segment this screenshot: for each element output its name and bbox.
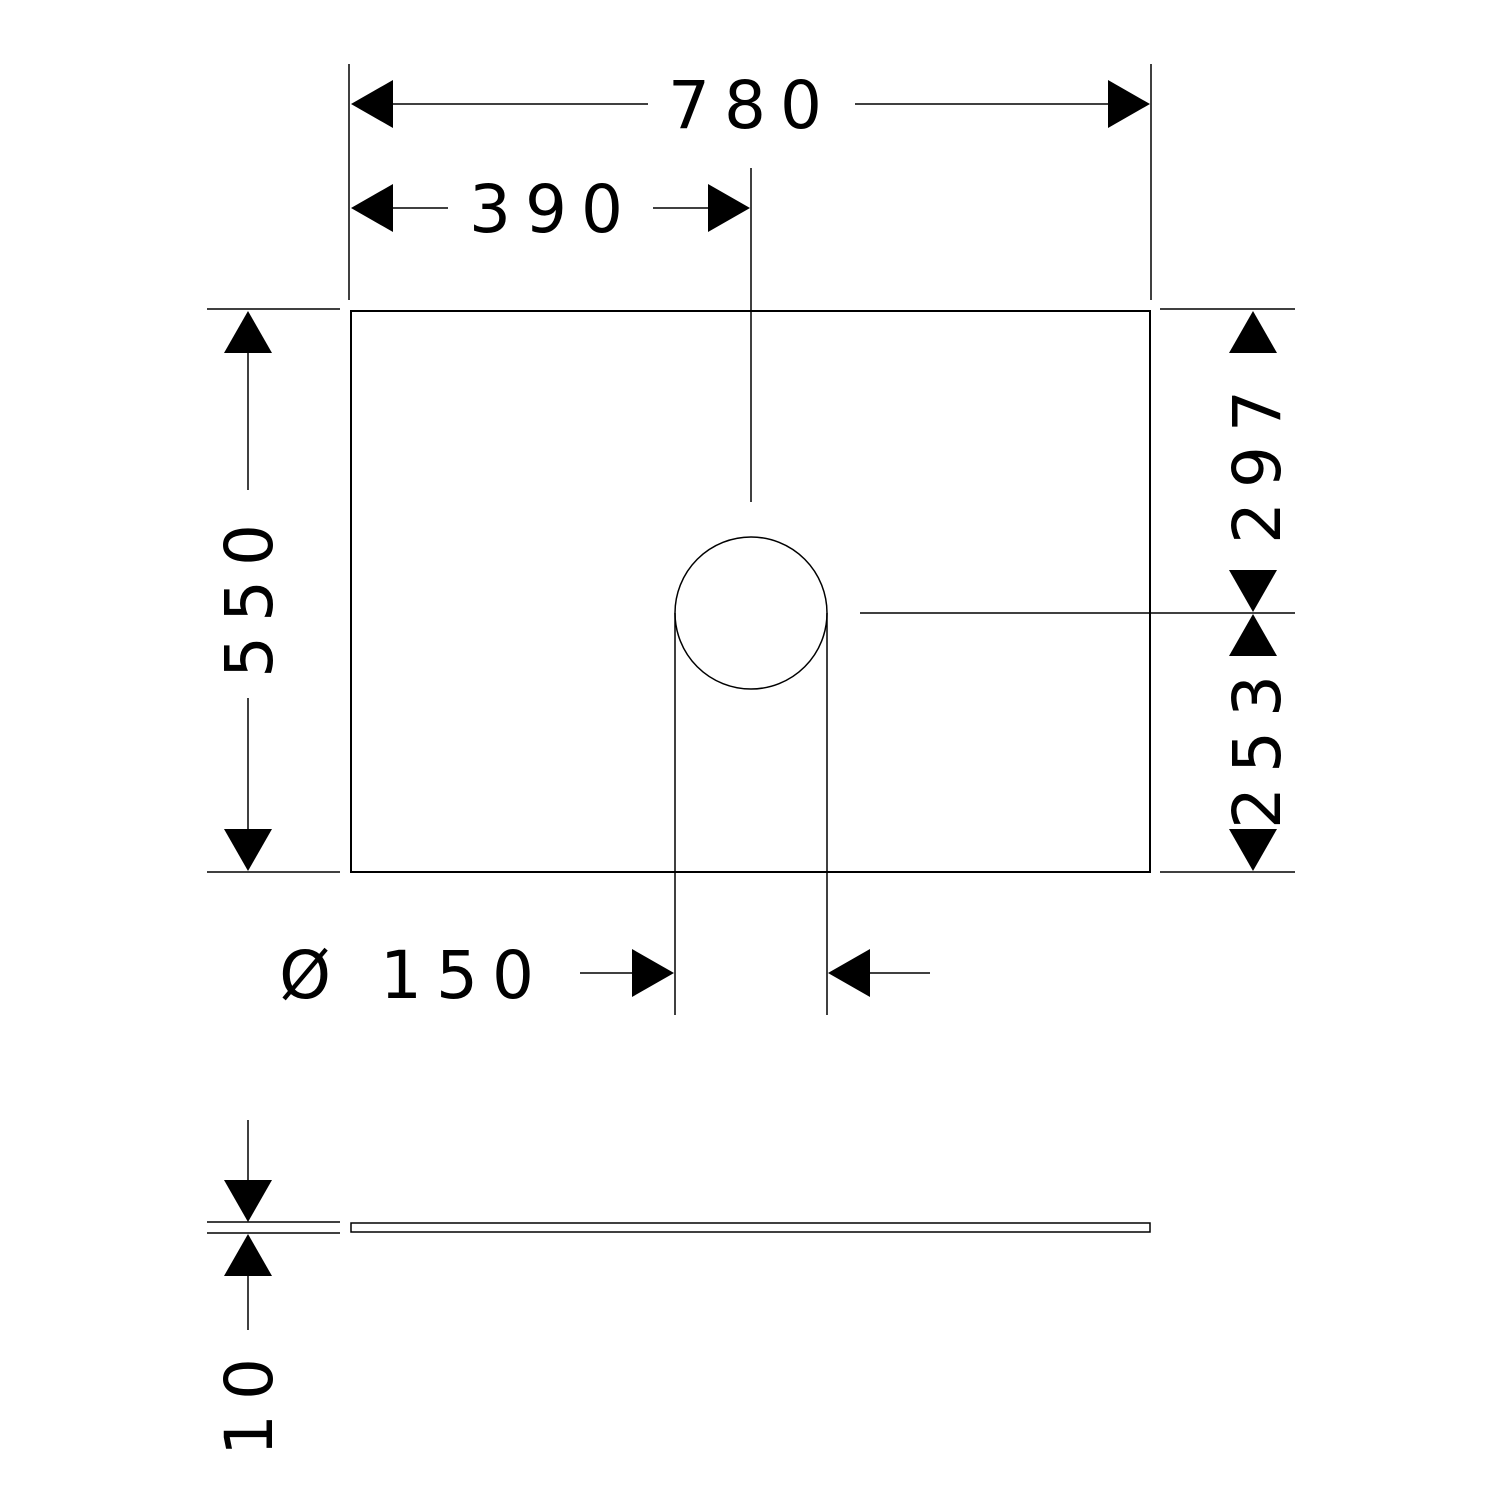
arrowhead-297-top bbox=[1229, 311, 1277, 353]
arrowhead-150-left bbox=[632, 949, 674, 997]
dim-text-10: 10 bbox=[211, 1344, 288, 1456]
arrowhead-780-left bbox=[351, 80, 393, 128]
arrowhead-780-right bbox=[1108, 80, 1150, 128]
arrowhead-10-top bbox=[224, 1180, 272, 1222]
dim-text-390: 390 bbox=[469, 171, 637, 248]
dim-text-550: 550 bbox=[211, 510, 288, 678]
dim-text-297: 297 bbox=[1219, 376, 1296, 544]
arrowhead-390-left bbox=[351, 184, 393, 232]
arrowhead-150-right bbox=[828, 949, 870, 997]
arrowhead-550-bottom bbox=[224, 829, 272, 871]
arrowhead-390-right bbox=[708, 184, 750, 232]
dim-text-253: 253 bbox=[1219, 661, 1296, 829]
arrowhead-550-top bbox=[224, 311, 272, 353]
arrowhead-253-bottom bbox=[1229, 829, 1277, 871]
arrowhead-10-bottom bbox=[224, 1234, 272, 1276]
plate-side-view bbox=[350, 1222, 1151, 1233]
outlet-hole bbox=[674, 536, 828, 690]
dim-text-150: Ø 150 bbox=[279, 937, 548, 1014]
arrowhead-253-top bbox=[1229, 614, 1277, 656]
dim-text-780: 780 bbox=[668, 67, 836, 144]
arrowhead-297-bottom bbox=[1229, 570, 1277, 612]
